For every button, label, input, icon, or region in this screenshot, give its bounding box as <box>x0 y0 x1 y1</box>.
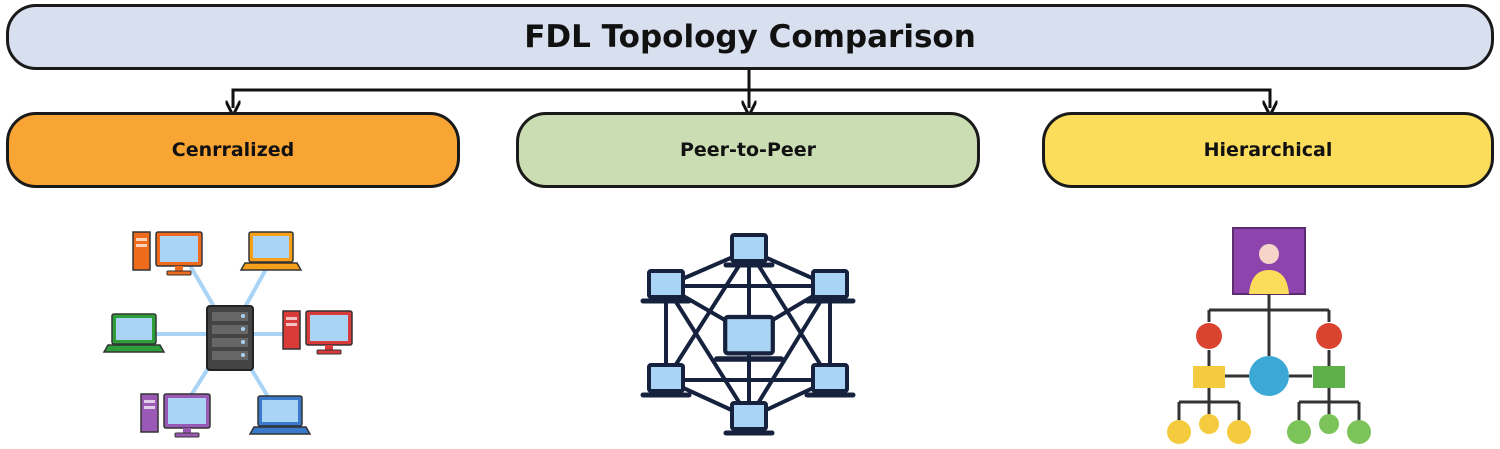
user-avatar-icon <box>1232 227 1306 295</box>
category-label: Cenrralized <box>171 139 295 161</box>
diagram-title: FDL Topology Comparison <box>524 19 976 55</box>
org-tree-icon <box>1167 294 1371 444</box>
server-icon <box>206 305 254 371</box>
title-box: FDL Topology Comparison <box>6 4 1494 70</box>
laptop-icon <box>714 314 784 362</box>
category-centralized: Cenrralized <box>6 112 460 188</box>
category-label: Hierarchical <box>1203 139 1333 161</box>
category-hierarchical: Hierarchical <box>1042 112 1494 188</box>
category-label: Peer-to-Peer <box>679 139 817 161</box>
arrow-to-hierarchical <box>749 88 1270 108</box>
arrow-to-centralized <box>233 88 749 108</box>
category-peer-to-peer: Peer-to-Peer <box>516 112 980 188</box>
